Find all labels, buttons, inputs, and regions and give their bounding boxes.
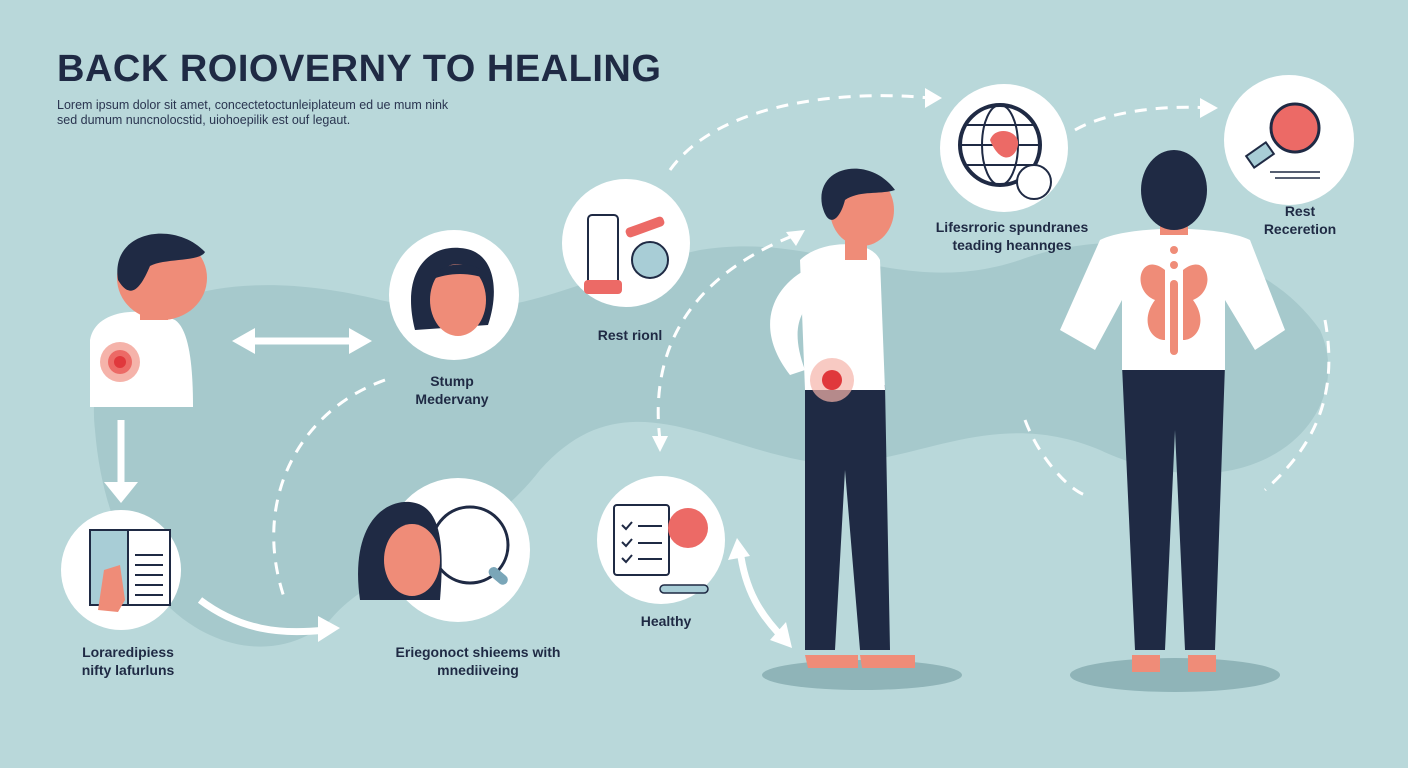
label-line: Loraredipiess <box>82 644 174 660</box>
step-label: Eriegonoct shieems with mnediiveing <box>378 643 578 679</box>
man-shoulder-pain-figure <box>90 233 207 407</box>
arrows <box>117 337 788 643</box>
checklist-icon <box>613 504 709 594</box>
curved-arrow-icon <box>197 597 326 636</box>
label-line: Eriegonoct shieems with <box>395 644 561 660</box>
label-line: Healthy <box>640 613 692 629</box>
step-label: Healthy <box>566 612 766 630</box>
subtitle-line: Lorem ipsum dolor sit amet, concectetoct… <box>57 98 449 112</box>
label-line: Rest <box>1284 203 1316 219</box>
label-line: Rest rionl <box>597 327 663 343</box>
page-subtitle: Lorem ipsum dolor sit amet, concectetoct… <box>57 98 497 128</box>
medicine-bottle-icon <box>584 214 669 294</box>
step-label: Loraredipiess nifty lafurluns <box>28 643 228 679</box>
label-line: mnediiveing <box>437 662 519 678</box>
subtitle-line: sed dumum nuncnolocstid, uiohoepilik est… <box>57 113 351 127</box>
label-line: nifty lafurluns <box>81 662 175 678</box>
document-hand-icon <box>89 529 171 612</box>
step-label: Rest rionl <box>530 326 730 344</box>
woman-face-icon <box>411 247 494 336</box>
step-label: Lifesrroric spundranes teading heannges <box>912 218 1112 254</box>
globe-clock-icon <box>958 103 1052 200</box>
microscope-icon <box>1244 102 1321 179</box>
man-lower-back-pain-figure <box>762 168 962 690</box>
label-line: Receretion <box>1263 221 1337 237</box>
magnifier-woman-icon <box>358 501 510 600</box>
label-line: Lifesrroric spundranes <box>935 219 1089 235</box>
man-spine-back-figure <box>1060 150 1285 692</box>
label-line: Medervany <box>415 391 489 407</box>
page-title: BACK ROIOVERNY TO HEALING <box>57 48 662 90</box>
dashed-arrows <box>272 94 1331 601</box>
label-line: teading heannges <box>952 237 1072 253</box>
label-line: Stump <box>430 373 474 389</box>
